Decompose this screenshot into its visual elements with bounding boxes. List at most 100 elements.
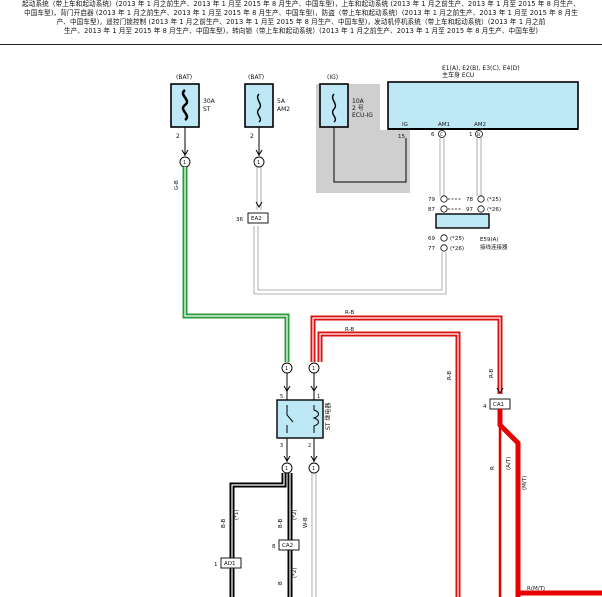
relay-out-right [308,462,320,474]
fuse-ecuig-name-1: 2 号 [352,105,364,112]
relay-pin-5: 5 [280,394,283,400]
connector-c1-pin: 1 [183,160,186,166]
connector-ca2 [278,539,300,551]
st-relay [276,399,324,439]
page-header: 起动系统（带上车和起动系统）(2013 年 1 月之前生产、2013 年 1 月… [0,0,602,44]
junction-row2-left: 87 [428,207,435,213]
relay-out-right-pin: 1 [312,466,315,472]
bb-wire-1 [229,473,287,597]
wb-wire-label: W-B [303,517,309,528]
rb-wire-label-vert: R-B [447,371,453,380]
connector-ca1-label: CA1 [493,402,504,408]
ad1-pin: 1 [214,562,218,568]
bb-wire-2-label: B-B [278,518,284,528]
junction-pin-79 [440,195,448,203]
ecu-terminal-ig: IG [402,122,408,128]
fuse-am2-symbol-icon [256,93,262,123]
junction-row4-note: (*26) [450,246,464,252]
ca2-pin: 8 [272,544,276,550]
relay-pin-3: 3 [280,443,283,449]
header-line-4: 生产、2013 年 1 月至 2015 年 8 月生产、中国车型)，转向锁（带上… [63,27,539,35]
relay-switch-icon [286,405,294,433]
fuse-am2-arrow-icon [255,149,263,156]
header-line-1: 起动系统（带上车和起动系统）(2013 年 1 月之前生产、2013 年 1 月… [22,0,580,8]
rb-wire-outer [310,315,503,394]
rb-wire-outer-stripe [312,317,501,394]
relay-pin-2: 2 [308,443,311,449]
relay-out-left [281,462,293,474]
junction-pin-69 [440,234,448,242]
fuse-st-name: ST [203,106,211,113]
junction-pin-77 [440,244,448,252]
connector-ca2-label: CA2 [282,543,293,549]
relay-in-right-pin: 1 [312,366,315,372]
r-wire-mt-note: (M/T) [522,476,528,490]
header-line-2: 中国车型)，背门开启器 (2013 年 1 月之前生产、2013 年 1 月至 … [24,9,578,17]
connector-ad1-label: AD1 [224,561,236,567]
ecu-am1-pin: 6 [431,132,435,138]
junction-return-wire-a [257,226,443,291]
gb-wire-label: G-B [174,180,180,190]
connector-c2 [253,156,265,168]
junction-row2-note: (*26) [487,207,501,213]
b-lower-note: (*2) [292,567,298,578]
ecu-am2-connector [475,130,483,138]
fuse-st [170,83,200,128]
junction-row1-right: 78 [466,197,473,203]
relay-out-left-pin: 1 [285,466,288,472]
fuse-st-pin: 2 [176,133,180,140]
r-wire-bottom-label: R(M/T) [527,586,545,592]
rb-wire-label-right: R-B [489,369,495,378]
r-wire-mt [497,409,521,597]
connector-ea2-label: EA2 [251,216,262,222]
fuse-ecuig-rating: 10A [352,98,365,105]
gb-wire-stripe [184,167,288,362]
fuse-am2-rating: 5A [277,98,286,105]
connector-ad1 [220,557,242,569]
ig-wire [333,127,407,183]
fuse-st-rating: 30A [203,98,216,105]
junction-row2-right: 97 [466,207,473,213]
relay-pin-1: 1 [317,394,320,400]
junction-pin-97 [477,205,485,213]
junction-row3-left: 69 [428,236,435,242]
fuse-ecuig-name-2: ECU-IG [352,112,373,119]
fuse-ecuig-source: (IG) [327,74,338,81]
junction-row1-note: (*25) [487,197,501,203]
ecu-terminal-am1: AM1 [438,122,450,128]
fuse-ecuig-symbol-icon [331,93,337,123]
ecu-terminal-am2: AM2 [474,122,486,128]
ecu-connectors: E1(A), E2(B), E3(C), E4(D) [442,65,520,72]
ecu-am1-connector [438,130,446,138]
junction-row3-note: (*25) [450,236,464,242]
rb-wire-inner-stripe [319,333,459,597]
junction-pin-87 [440,205,448,213]
bb-wire-1-label: B-B [221,518,227,528]
bb-wire-2-note: (*2) [292,509,298,520]
bb-wire-1-note: (*1) [234,509,240,520]
relay-out-left-arrow-icon [283,455,291,462]
fuse-am2-body [244,83,274,128]
junction-connector-body [435,213,490,229]
gb-wire [182,167,290,362]
fuse-ecuig [319,83,349,128]
junction-pin-78 [477,195,485,203]
fuse-am2-name: AM2 [277,106,290,113]
r-wire-at-note: (A/T) [506,457,512,470]
connector-c2-pin: 1 [257,160,260,166]
fuse-am2-source: (BAT) [248,74,264,81]
ea2-pin: 36 [236,217,243,223]
connector-ea2 [247,212,269,224]
ca1-pin: 4 [483,404,487,410]
header-line-3: 产、中国车型)，遥控门锁控制 (2013 年 1 月之前生产、2013 年 1 … [56,18,546,26]
header-divider [0,44,602,45]
fuse-ecuig-body [319,83,349,128]
rb-wire-label-top: R-B [345,310,354,316]
main-body-ecu [387,81,579,130]
bb-wire-1-stripe [231,473,285,597]
fuse-st-source: (BAT) [176,74,192,81]
ecu-am1-conn: C [440,132,443,138]
junction-name: 接线连接器 [480,243,508,251]
ecu-am2-pin: 1 [469,132,473,138]
